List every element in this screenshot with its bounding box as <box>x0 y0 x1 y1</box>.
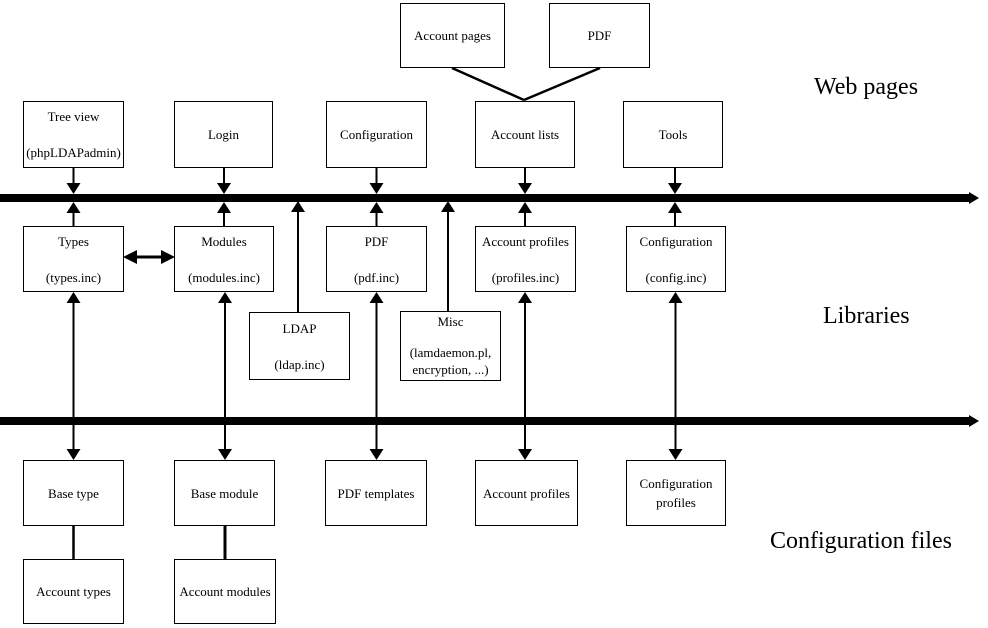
account-pages-box: Account pages <box>400 3 505 68</box>
box-label-line: Account pages <box>414 28 491 43</box>
box-label-line: LDAP <box>282 320 317 336</box>
arrow-types-basetype <box>66 292 81 460</box>
tree-view-box: Tree view (phpLDAPadmin) <box>23 101 124 168</box>
account-modules-box: Account modules <box>174 559 276 624</box>
arrow-configlib-configprofiles <box>668 292 683 460</box>
box-label-line: Types <box>58 233 89 249</box>
box-label-line: PDF <box>587 28 612 43</box>
box-label-line: Account profiles <box>482 485 570 501</box>
bus-line-web-libraries <box>0 192 979 204</box>
tools-box: Tools <box>623 101 723 168</box>
box-label-line: (phpLDAPadmin) <box>26 145 121 160</box>
box-label-line: (lamdaemon.pl, <box>409 345 492 360</box>
arrow-profileslib-profilesfile <box>518 292 532 460</box>
arrow-misc-to-bus <box>441 201 455 311</box>
account-types-box: Account types <box>23 559 124 624</box>
box-label-line: Configuration <box>639 233 713 249</box>
base-type-box: Base type <box>23 460 124 526</box>
box-label-line: Tree view <box>47 109 100 124</box>
box-label-line: Modules <box>201 233 247 249</box>
box-label-line: (ldap.inc) <box>274 356 325 372</box>
account-lists-box: Account lists <box>475 101 575 168</box>
box-label-line: Account lists <box>490 127 560 142</box>
modules-box: Modules (modules.inc) <box>174 226 274 292</box>
box-label-line: (pdf.inc) <box>353 269 400 285</box>
box-label-line: PDF <box>364 233 389 249</box>
box-label-line: Tools <box>658 127 688 142</box>
box-label-line: Configuration <box>340 127 413 142</box>
configuration-lib-box: Configuration (config.inc) <box>626 226 726 292</box>
account-profiles-file-box: Account profiles <box>475 460 578 526</box>
box-label-line: Account types <box>36 584 111 599</box>
box-label-line: (profiles.inc) <box>491 269 560 285</box>
arrow-types-modules-bidirectional <box>123 250 175 264</box>
section-label-web-pages: Web pages <box>814 74 919 100</box>
arrow-accountlists-to-bus <box>518 168 532 226</box>
box-label-line: (types.inc) <box>45 269 102 285</box>
login-box: Login <box>174 101 273 168</box>
box-label-line: profiles <box>656 495 696 510</box>
pdf-top-box: PDF <box>549 3 650 68</box>
box-label-line: (modules.inc) <box>188 269 260 285</box>
arrow-ldap-to-bus <box>291 201 305 312</box>
arrow-pdflib-pdftemplates <box>369 292 384 460</box>
arrow-configuration-to-bus <box>369 168 384 226</box>
box-label-line: Configuration <box>639 476 713 491</box>
line-accountpages-accountlists <box>451 66 525 102</box>
arrow-modules-basemodule <box>218 292 232 460</box>
account-profiles-lib-box: Account profiles (profiles.inc) <box>475 226 576 292</box>
box-label-line: Login <box>207 127 240 142</box>
misc-box: Misc (lamdaemon.pl, encryption, ...) <box>400 311 501 381</box>
box-label-line: (config.inc) <box>645 269 707 285</box>
box-label-line: encryption, ...) <box>412 362 489 377</box>
arrow-treeview-to-bus <box>66 168 81 226</box>
pdf-lib-box: PDF (pdf.inc) <box>326 226 427 292</box>
box-label-line: Base module <box>190 485 259 501</box>
pdf-templates-box: PDF templates <box>325 460 427 526</box>
section-label-configuration-files: Configuration files <box>770 528 952 554</box>
arrow-tools-to-bus <box>668 168 682 226</box>
box-label-line: Account modules <box>179 584 271 599</box>
configuration-profiles-box: Configuration profiles <box>626 460 726 526</box>
arrow-login-to-bus <box>217 168 231 226</box>
box-label-line: Account profiles <box>481 233 569 249</box>
section-label-libraries: Libraries <box>823 303 910 329</box>
bus-line-libraries-config <box>0 415 979 427</box>
box-label-line: PDF templates <box>337 485 415 501</box>
box-label-line: Base type <box>48 485 99 501</box>
ldap-box: LDAP (ldap.inc) <box>249 312 350 380</box>
configuration-box: Configuration <box>326 101 427 168</box>
line-pdftop-accountlists <box>523 66 601 102</box>
base-module-box: Base module <box>174 460 275 526</box>
box-label-line: Misc <box>437 314 464 329</box>
types-box: Types (types.inc) <box>23 226 124 292</box>
